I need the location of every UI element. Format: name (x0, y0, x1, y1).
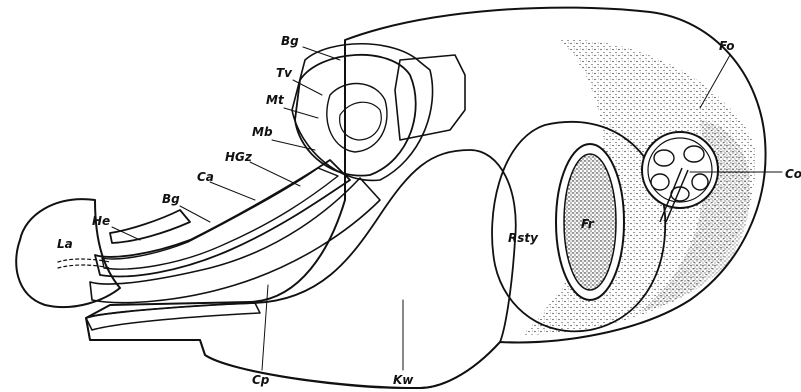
label-hgz: HGz (225, 150, 253, 164)
label-he: He (92, 214, 110, 228)
label-co: Co (785, 167, 801, 181)
label-fr: Fr (581, 217, 595, 231)
tube-system (90, 160, 380, 303)
label-fo: Fo (719, 39, 735, 53)
hatched-section (395, 55, 465, 140)
label-tv: Tv (276, 66, 293, 80)
label-rsty: Rsty (508, 231, 539, 245)
label-bg-left: Bg (162, 192, 180, 206)
label-mt: Mt (266, 93, 285, 107)
label-kw: Kw (393, 373, 414, 387)
cylinder-wall (292, 44, 433, 181)
label-bg-top: Bg (281, 34, 299, 48)
kw-region (86, 150, 516, 388)
label-cp: Cp (252, 373, 270, 387)
label-ca: Ca (197, 170, 214, 184)
label-la: La (57, 237, 73, 251)
label-mb: Mb (252, 125, 273, 139)
